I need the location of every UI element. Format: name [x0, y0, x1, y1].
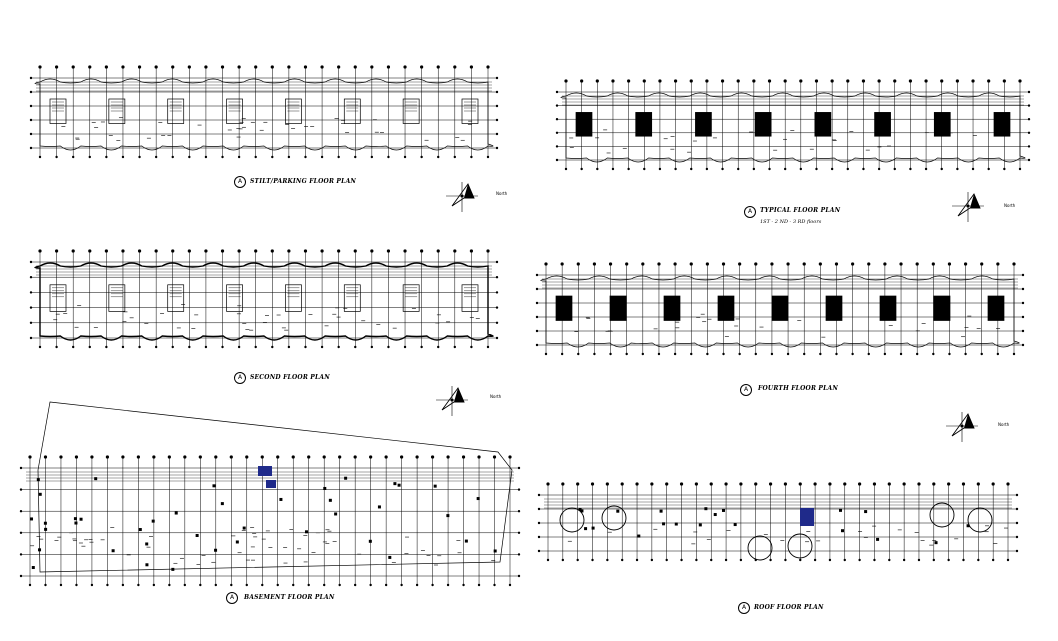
north-arrow-icon: [952, 192, 984, 222]
plan-fourth: [535, 262, 1025, 356]
north-arrow-icon: [946, 412, 978, 442]
plan-subcaption-typical: 1ST - 2 ND - 3 RD floors: [760, 219, 822, 225]
plan-marker: A: [234, 372, 246, 384]
plan-caption-stilt: STILT/PARKING FLOOR PLAN: [250, 178, 357, 185]
plan-caption-basement: BASEMENT FLOOR PLAN: [244, 594, 335, 601]
plan-typical: [555, 79, 1031, 171]
plan-marker: A: [226, 592, 238, 604]
north-label: North: [496, 191, 508, 196]
plan-caption-roof: ROOF FLOOR PLAN: [754, 604, 824, 611]
plan-stilt: [29, 65, 499, 159]
plan-second: [29, 249, 499, 349]
plan-marker: A: [738, 602, 750, 614]
north-arrow-icon: [436, 386, 468, 416]
north-label: North: [1004, 203, 1016, 208]
north-label: North: [490, 394, 502, 399]
plan-caption-second: SECOND FLOOR PLAN: [250, 374, 330, 381]
north-label: North: [998, 422, 1010, 427]
plan-basement: [19, 401, 521, 587]
plan-caption-fourth: FOURTH FLOOR PLAN: [758, 385, 839, 392]
plan-marker: A: [740, 384, 752, 396]
plan-roof: [537, 482, 1019, 562]
plan-caption-typical: TYPICAL FLOOR PLAN: [760, 207, 841, 214]
plan-marker: A: [234, 176, 246, 188]
north-arrow-icon: [446, 182, 478, 212]
plan-marker: A: [744, 206, 756, 218]
